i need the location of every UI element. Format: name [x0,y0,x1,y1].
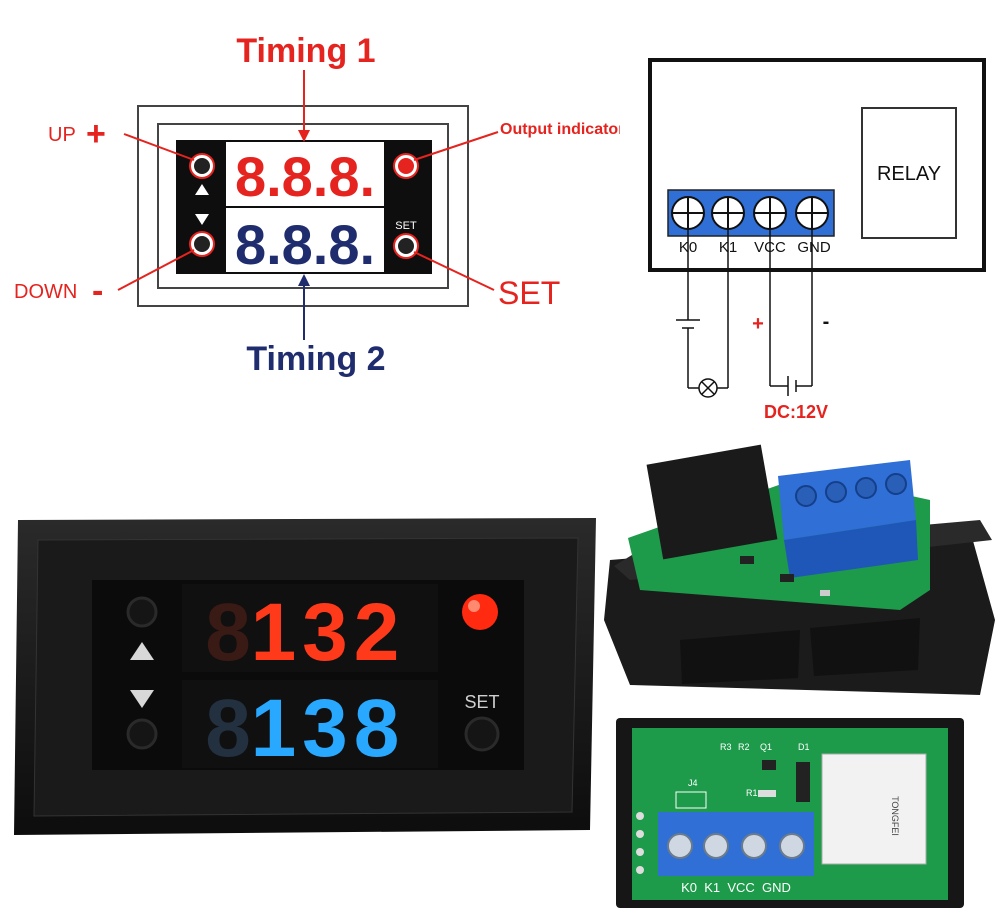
photo-up-button [126,596,158,628]
relay-box [861,107,957,239]
photo-up-arrow-icon [130,642,154,660]
supply-label: DC:12V [764,402,828,422]
down-minus-symbol: - [92,272,103,310]
screw-icon [703,833,729,859]
photo-display-bottom: 138 [251,683,406,774]
wiring-diagram: RELAY K0 K1 VCC GND + - DC:12V [648,58,986,422]
back-photo: TONGFEI K0 K1 VCC GND R3 R2 Q1 D1 J4 R1 [616,718,964,908]
photo-output-led [462,594,498,630]
display-top-digits: 8.8.8. [235,145,375,208]
plus-label: + [752,313,764,335]
photo-display-top: 132 [251,587,406,678]
terminal-screws [671,196,829,230]
photo-set-label: SET [464,692,499,712]
screw-icon [779,833,805,859]
screw-icon [885,473,907,495]
terminal-screws-photo [795,473,907,507]
photo-set-button [464,716,500,752]
back-terminals-label: K0 K1 VCC GND [681,880,791,895]
timing2-title: Timing 2 [246,340,385,378]
photo-down-button [126,718,158,750]
set-label: SET [498,275,560,311]
front-photo: 132 8 138 8 SET [14,518,596,835]
svg-text:8: 8 [205,587,251,678]
lamp-icon [698,378,718,398]
terminal-gnd-label: GND [797,239,831,256]
photo-down-arrow-icon [130,690,154,708]
panel-set-label: SET [395,220,417,232]
screw-icon [795,485,817,507]
wires [676,229,813,396]
screw-icon [667,833,693,859]
part-q1: Q1 [760,742,772,752]
relay-label: RELAY [877,163,941,185]
front-panel-diagram: 8.8.8. 8.8.8. SET Timing 1 Timing 2 UP +… [14,32,620,378]
part-r2: R2 [738,742,750,752]
relay-component [646,444,778,560]
svg-text:8: 8 [205,683,251,774]
up-arrow-icon [195,184,209,195]
screw-icon [825,481,847,503]
minus-label: - [823,311,830,333]
screw-icon [855,477,877,499]
back-relay-text: TONGFEI [890,796,900,836]
part-r1: R1 [746,788,758,798]
down-label: DOWN [14,281,77,303]
up-plus-symbol: + [86,115,106,153]
timing1-title: Timing 1 [236,32,375,70]
back-screws [667,833,805,859]
part-d1: D1 [798,742,810,752]
back-relay [821,753,927,865]
part-j4: J4 [688,778,698,788]
output-indicator-label: Output indicator [500,121,620,138]
up-label: UP [48,124,76,146]
part-r3: R3 [720,742,732,752]
display-bottom-digits: 8.8.8. [235,213,375,276]
down-arrow-icon [195,214,209,225]
angled-photo [604,444,995,695]
screw-icon [741,833,767,859]
terminal-block-photo [778,460,916,540]
